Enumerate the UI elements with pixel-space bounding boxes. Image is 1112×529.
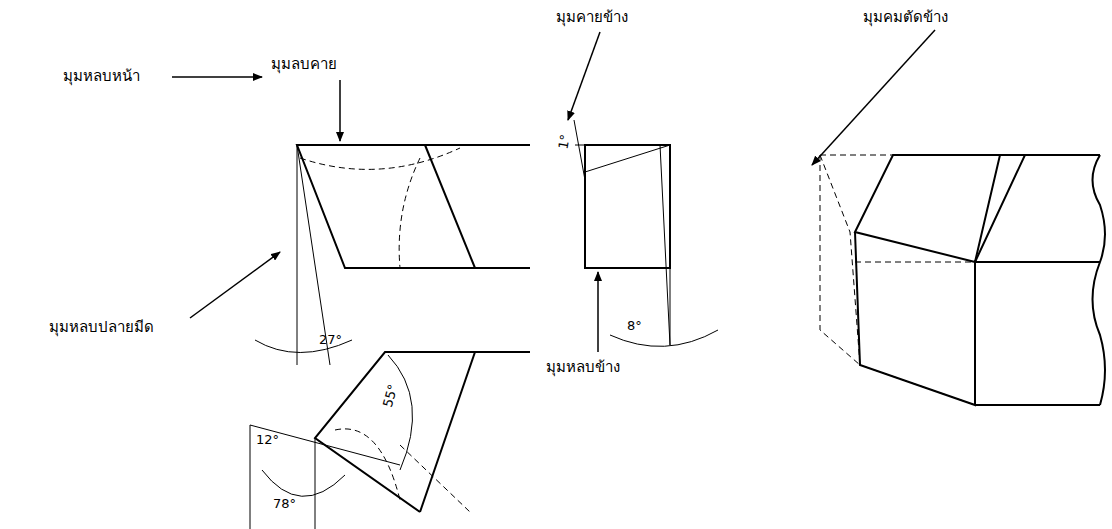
- leader-line: [190, 252, 280, 318]
- leader-line: [339, 80, 341, 141]
- leader-line: [812, 30, 935, 165]
- angle-value: 55°: [380, 382, 402, 410]
- angle-name: มุมหลบหน้า: [62, 67, 141, 85]
- angle-name: มุมคายข้าง: [555, 8, 629, 26]
- angle-value: 1°: [555, 132, 573, 151]
- angle-value: 8°: [626, 318, 643, 334]
- angle-name: มุมหลบปลายมีด: [48, 318, 155, 336]
- angle-value: 12°: [255, 432, 280, 448]
- tool-isometric: [820, 155, 1105, 405]
- leader-line: [597, 272, 599, 352]
- angle-name: มุมลบคาย: [270, 55, 338, 73]
- angle-name: มุมหลบข้าง: [545, 358, 621, 376]
- leader-line: [568, 32, 600, 120]
- side-view: [574, 120, 718, 346]
- angle-value: 27°: [318, 332, 343, 348]
- angle-value: 78°: [272, 496, 297, 512]
- angle-name: มุมคมตัดข้าง: [862, 8, 949, 26]
- leader-line: [172, 76, 262, 78]
- top-view: [250, 352, 530, 529]
- front-view: [255, 145, 530, 365]
